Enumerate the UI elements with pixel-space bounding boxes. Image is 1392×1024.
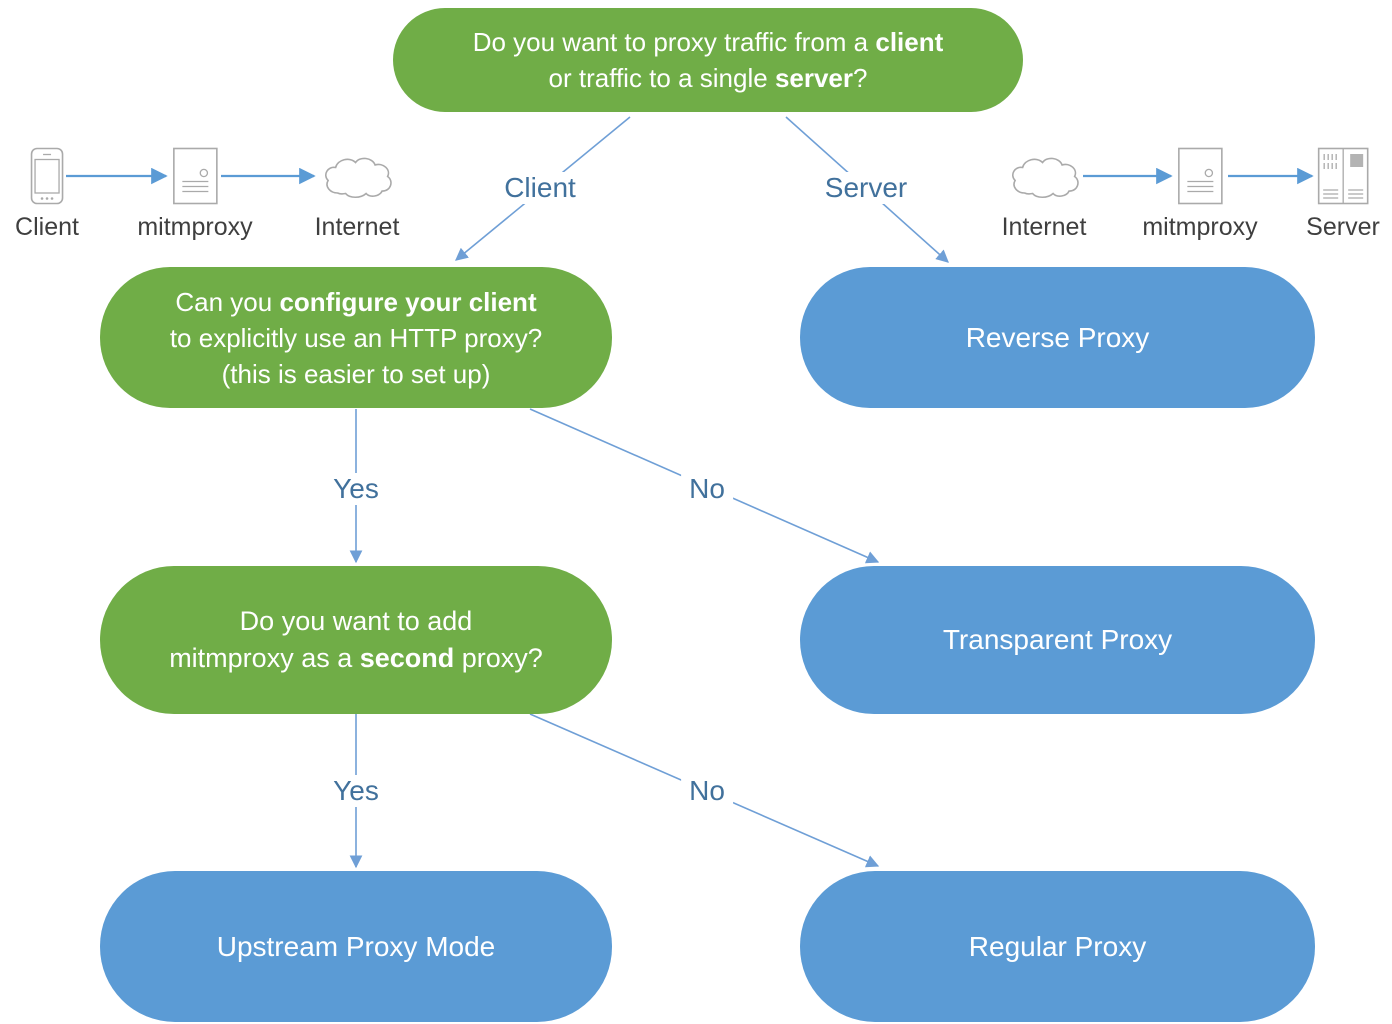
chain-label: Internet: [314, 213, 400, 241]
decision-root-line2: or traffic to a single server?: [548, 63, 868, 93]
result-reverse-proxy: Reverse Proxy: [800, 267, 1315, 408]
edge-label-client: Client: [496, 172, 584, 204]
result-regular-proxy-label: Regular Proxy: [968, 930, 1147, 962]
result-reverse-proxy-label: Reverse Proxy: [965, 321, 1150, 353]
server-rack-icon: [1317, 147, 1369, 205]
result-transparent-proxy-label: Transparent Proxy: [942, 624, 1173, 655]
result-upstream-proxy-mode: Upstream Proxy Mode: [100, 871, 612, 1022]
chain-item-mitmproxy-right: mitmproxy: [1142, 147, 1258, 242]
edge-label-yes-1: Yes: [325, 473, 387, 505]
chain-label: Client: [15, 213, 79, 241]
decision-q1-line3: (this is easier to set up): [221, 358, 491, 389]
chain-item-server: Server: [1306, 147, 1380, 242]
chain-item-mitmproxy-left: mitmproxy: [137, 147, 253, 242]
decision-q2-line1: Do you want to add: [239, 606, 473, 636]
decision-second-proxy: Do you want to add mitmproxy as a second…: [100, 566, 612, 714]
smartphone-icon: [30, 147, 64, 205]
result-transparent-proxy: Transparent Proxy: [800, 566, 1315, 714]
server-tower-icon: [172, 147, 218, 205]
chain-item-internet-left: Internet: [314, 147, 400, 242]
result-upstream-proxy-mode-label: Upstream Proxy Mode: [216, 930, 496, 962]
decision-q2-line2: mitmproxy as a second proxy?: [169, 643, 543, 673]
server-tower-icon: [1177, 147, 1223, 205]
decision-q1-line2: to explicitly use an HTTP proxy?: [169, 322, 543, 353]
edge-label-server: Server: [816, 172, 916, 204]
decision-root-line1: Do you want to proxy traffic from a clie…: [472, 27, 944, 57]
chain-label: Internet: [1001, 213, 1087, 241]
decision-q1-line1: Can you configure your client: [175, 286, 537, 317]
edge-label-no-2: No: [681, 775, 733, 807]
chain-label: mitmproxy: [137, 213, 253, 241]
decision-configure-client: Can you configure your client to explici…: [100, 267, 612, 408]
chain-item-client: Client: [15, 147, 79, 242]
cloud-icon: [1006, 147, 1082, 205]
chain-label: mitmproxy: [1142, 213, 1258, 241]
edge-label-no-1: No: [681, 473, 733, 505]
cloud-icon: [319, 147, 395, 205]
edge-label-yes-2: Yes: [325, 775, 387, 807]
chain-label: Server: [1306, 213, 1380, 241]
chain-item-internet-right: Internet: [1001, 147, 1087, 242]
decision-root: Do you want to proxy traffic from a clie…: [393, 8, 1023, 112]
result-regular-proxy: Regular Proxy: [800, 871, 1315, 1022]
